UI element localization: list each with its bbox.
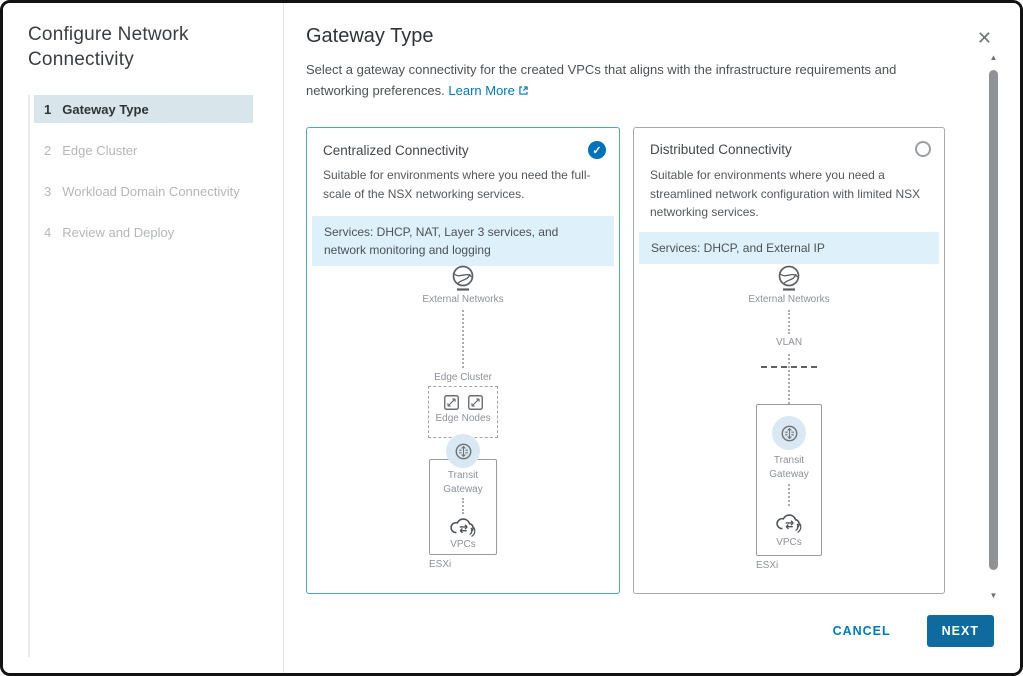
learn-more-link[interactable]: Learn More [448,83,528,98]
esxi-host-box [756,404,822,556]
step-number: 4 [44,224,52,240]
scrollbar[interactable]: ▲ ▼ [987,53,1000,601]
edge-node-icon [443,395,459,410]
edge-nodes-label: Edge Nodes [435,413,491,424]
page-title: Gateway Type [306,25,434,47]
step-number: 1 [44,101,52,117]
card-centralized-connectivity[interactable]: Centralized Connectivity ✓ Suitable for … [306,127,620,594]
step-label: Workload Domain Connectivity [62,183,240,199]
services-banner: Services: DHCP, NAT, Layer 3 services, a… [312,216,614,266]
scrollbar-thumb[interactable] [989,70,998,570]
radio-unselected-icon[interactable] [915,141,931,157]
vlan-label: VLAN [775,337,803,348]
next-button[interactable]: NEXT [926,615,994,647]
scroll-down-icon[interactable]: ▼ [989,591,998,600]
esxi-label: ESXi [756,560,779,571]
page-description: Select a gateway connectivity for the cr… [306,59,951,102]
close-icon[interactable]: ✕ [976,28,992,48]
card-title: Distributed Connectivity [650,141,792,157]
wizard-step-list: 1 Gateway Type 2 Edge Cluster 3 Workload… [28,95,253,657]
connector-dotted-line [788,354,790,404]
transit-gateway-label: Transit Gateway [443,470,483,495]
step-workload-domain-connectivity: 3 Workload Domain Connectivity [34,177,253,205]
connector-dotted-line [462,310,464,368]
card-title: Centralized Connectivity [323,142,469,158]
card-description: Suitable for environments where you need… [323,168,591,201]
dialog-footer: CANCEL NEXT [827,615,994,647]
transit-gateway-label: Transit Gateway [769,455,809,480]
scroll-up-icon[interactable]: ▲ [989,53,998,62]
connector-dotted-line [788,310,790,334]
step-gateway-type[interactable]: 1 Gateway Type [34,95,253,123]
external-networks-label: External Networks [422,294,504,305]
step-review-and-deploy: 4 Review and Deploy [34,218,253,246]
step-label: Gateway Type [62,101,149,117]
step-number: 2 [44,142,52,158]
external-networks-label: External Networks [748,294,830,305]
vlan-dashed-divider [761,366,817,368]
connector-dotted-line [788,484,790,506]
card-header: Distributed Connectivity ✓ [650,141,931,157]
esxi-label: ESXi [429,559,452,570]
step-label: Review and Deploy [62,224,175,240]
connector-dotted-line [462,498,464,514]
edge-node-icon [467,395,483,410]
external-networks-icon [450,264,476,297]
cancel-button[interactable]: CANCEL [827,623,897,639]
wizard-sidebar: Configure Network Connectivity 1 Gateway… [3,3,284,673]
card-description: Suitable for environments where you need… [650,168,921,220]
step-edge-cluster: 2 Edge Cluster [34,136,253,164]
external-networks-icon [776,264,802,297]
vpcs-label: VPCs [776,537,802,548]
radio-selected-icon[interactable]: ✓ [588,141,606,159]
gateway-option-cards: Centralized Connectivity ✓ Suitable for … [306,127,945,594]
external-link-icon [519,86,528,96]
edge-node-icons [429,395,497,410]
transit-gateway-icon [446,434,480,468]
step-number: 3 [44,183,52,199]
step-label: Edge Cluster [62,142,138,158]
edge-cluster-box: Edge Nodes [428,386,498,438]
vpcs-cloud-icon [448,513,478,544]
vpcs-cloud-icon [774,509,804,540]
edge-cluster-label: Edge Cluster [434,372,492,383]
vpcs-label: VPCs [450,539,476,550]
transit-gateway-icon [772,416,806,450]
card-header: Centralized Connectivity ✓ [323,141,606,159]
description-text: Select a gateway connectivity for the cr… [306,62,897,99]
gateway-type-panel: ✕ Gateway Type Select a gateway connecti… [284,3,1020,673]
services-banner: Services: DHCP, and External IP [639,232,939,264]
card-distributed-connectivity[interactable]: Distributed Connectivity ✓ Suitable for … [633,127,945,594]
wizard-title: Configure Network Connectivity [28,24,189,70]
